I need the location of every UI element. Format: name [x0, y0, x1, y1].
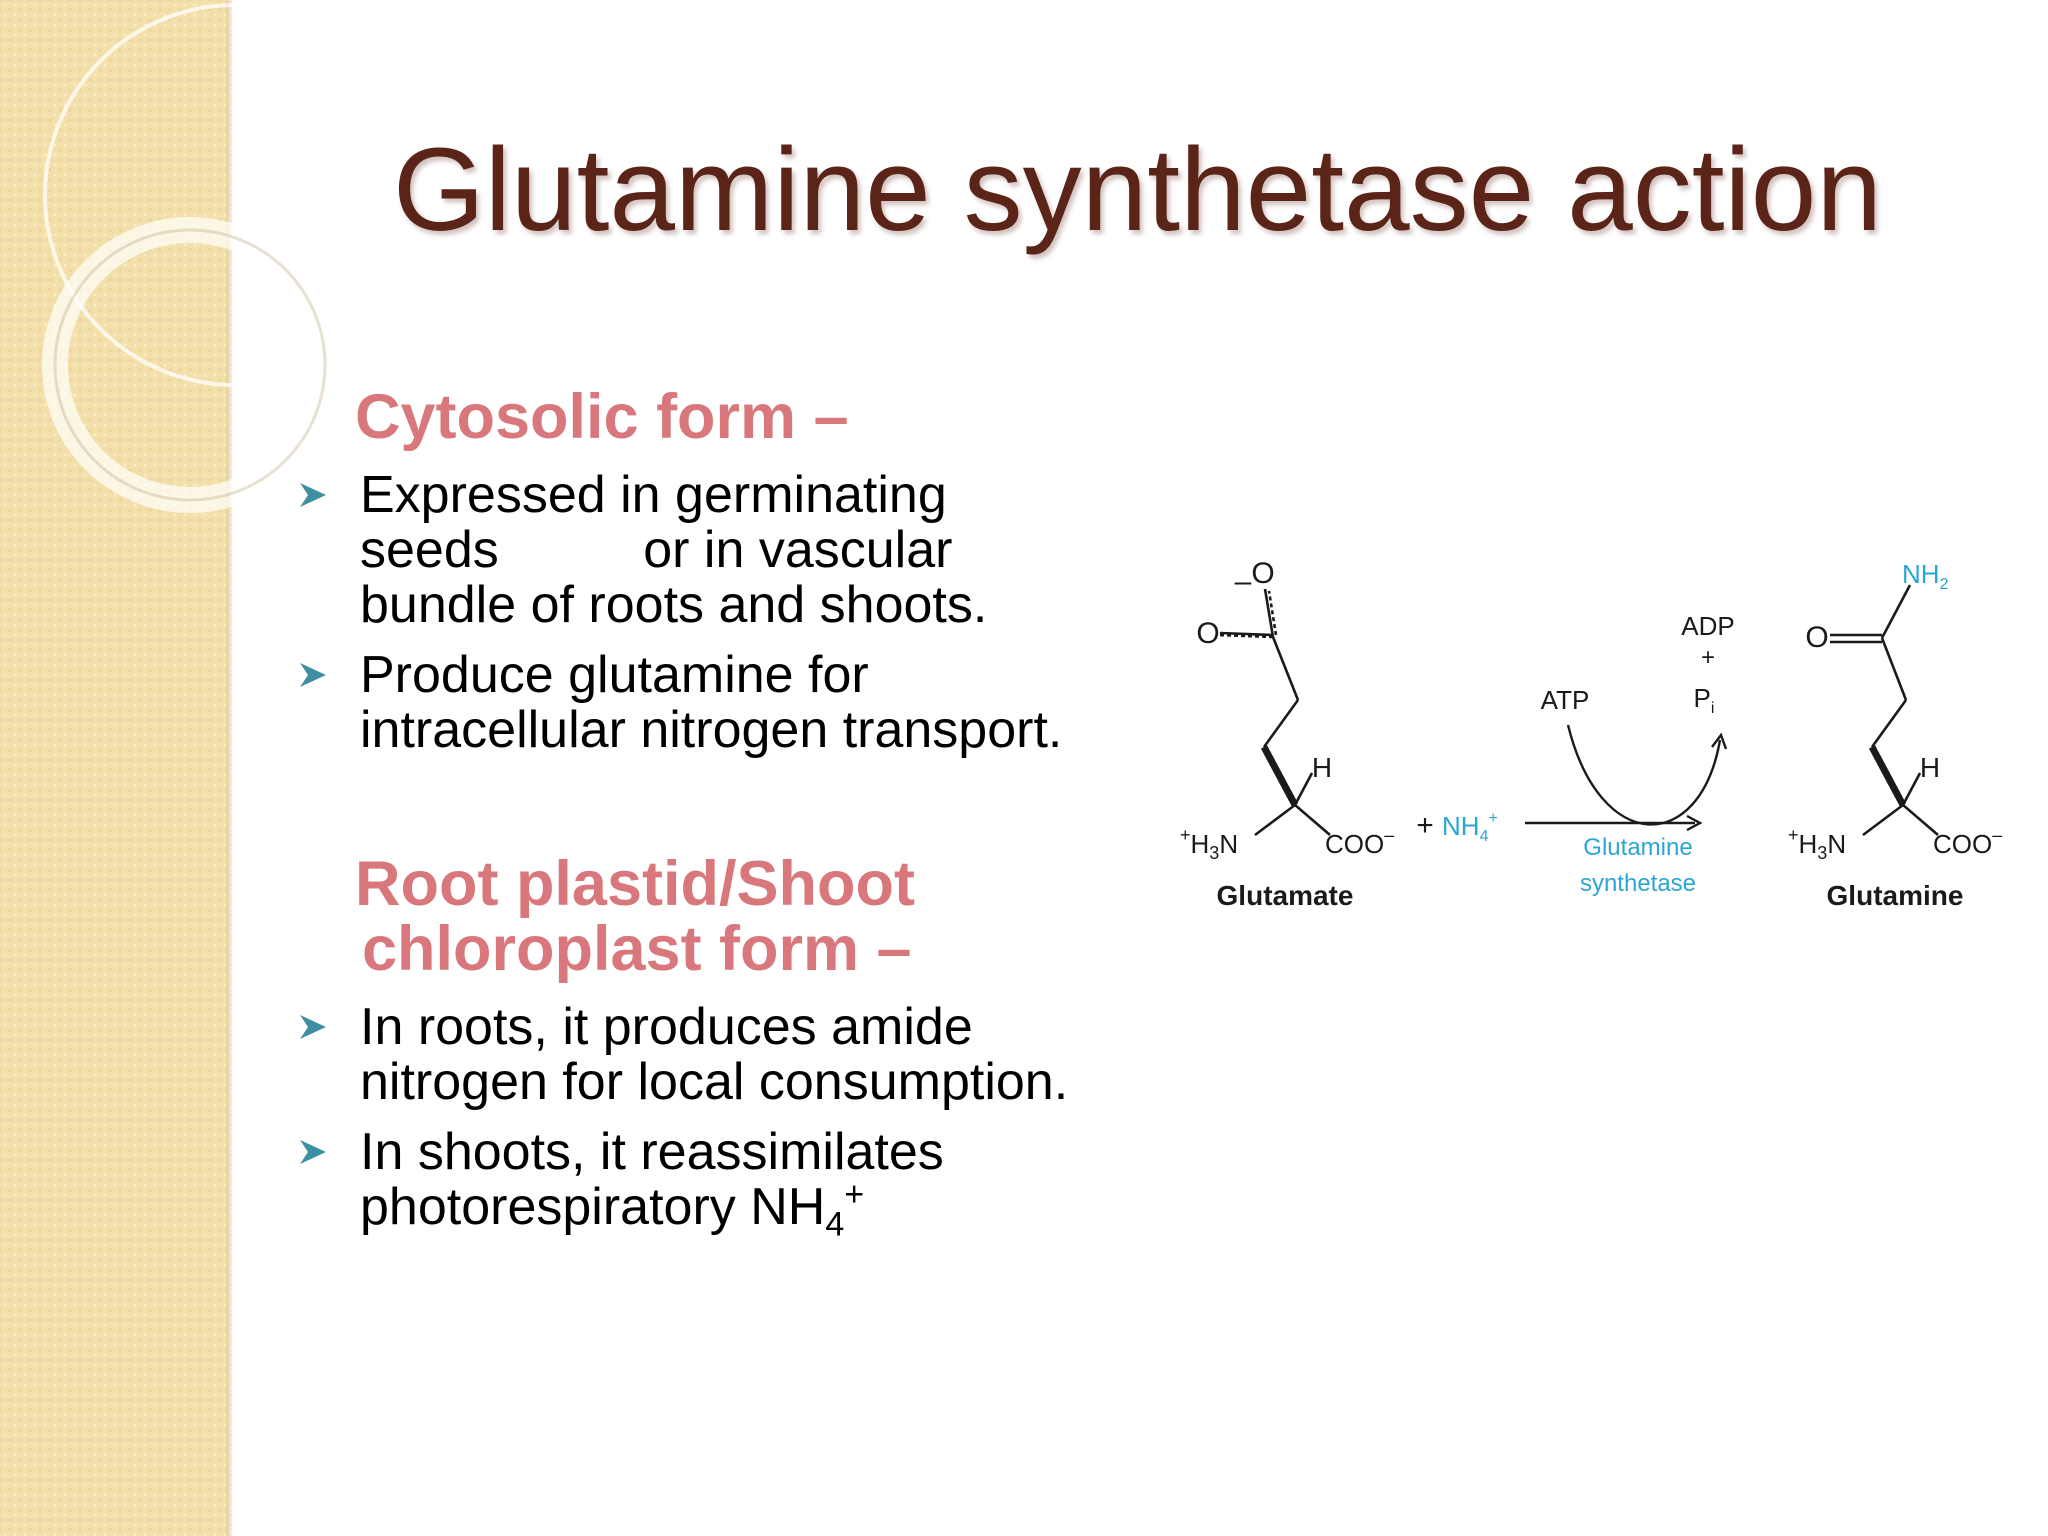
glutamine-amide-label: NH2 — [1902, 559, 1949, 593]
decorative-band-edge — [226, 0, 232, 1536]
adp-plus: + — [1701, 644, 1715, 671]
decorative-rings — [42, 3, 400, 513]
glutamate-o-left: O — [1196, 617, 1219, 650]
plus-sign: + — [1416, 809, 1434, 842]
reaction-arrow — [1525, 724, 1728, 832]
bullet-text: photorespiratory NH — [360, 1178, 826, 1236]
glutamine-structure — [1830, 584, 1939, 837]
glutamine-label: Glutamine — [1827, 880, 1964, 911]
cytosolic-bullets: Expressed in germinating seeds or in vas… — [296, 468, 1062, 758]
glutamine-amine: +H3N — [1788, 825, 1846, 863]
arrow-bullet-icon — [300, 663, 326, 687]
superscript: + — [844, 1175, 865, 1214]
plastid-heading-line1: Root plastid/Shoot — [355, 849, 915, 919]
bullet-item: In roots, it produces amide nitrogen for… — [296, 1000, 1068, 1110]
glutamate-minus: – — [1235, 565, 1252, 598]
glutamine-synthetase-reaction-diagram: O – O H +H3N COO– Glutamate + NH4+ ATP A… — [1180, 557, 2002, 911]
cytosolic-heading: Cytosolic form – — [355, 382, 849, 452]
bullet-line: seeds or in vascular — [360, 521, 953, 579]
slide-title: Glutamine synthetase action — [393, 124, 1882, 256]
glutamate-amine: +H3N — [1180, 825, 1238, 863]
enzyme-label-line1: Glutamine — [1583, 834, 1692, 861]
arrow-bullet-icon — [300, 1015, 326, 1039]
glutamate-h: H — [1312, 752, 1332, 783]
bullet-item: Expressed in germinating seeds or in vas… — [296, 468, 1062, 633]
phosphate-label: Pi — [1694, 683, 1715, 717]
bullet-line: In shoots, it reassimilates — [360, 1123, 944, 1181]
glutamine-carboxylate: COO– — [1933, 825, 2002, 859]
atp-label: ATP — [1541, 685, 1590, 715]
adp-label: ADP — [1681, 611, 1734, 641]
bullet-item: Produce glutamine for intracellular nitr… — [296, 648, 1062, 758]
glutamate-carboxylate: COO– — [1325, 825, 1394, 859]
bullet-line: nitrogen for local consumption. — [360, 1053, 1069, 1111]
bullet-item: In shoots, it reassimilates photorespira… — [296, 1123, 1068, 1242]
bullet-line: Produce glutamine for — [360, 646, 869, 704]
glutamate-o-top: O — [1251, 557, 1274, 590]
arrow-bullet-icon — [300, 1140, 326, 1164]
glutamate-label: Glutamate — [1217, 880, 1354, 911]
bullet-line: bundle of roots and shoots. — [360, 576, 988, 634]
glutamine-h: H — [1920, 752, 1940, 783]
subscript: 4 — [825, 1205, 845, 1244]
glutamine-o-left: O — [1805, 621, 1828, 654]
bullet-line: Expressed in germinating — [360, 466, 947, 524]
arrow-bullet-icon — [300, 483, 326, 507]
bullet-line: photorespiratory NH4+ — [360, 1178, 1068, 1242]
plastid-bullets: In roots, it produces amide nitrogen for… — [296, 1000, 1068, 1242]
glutamate-structure — [1217, 588, 1331, 837]
bullet-line: In roots, it produces amide — [360, 998, 973, 1056]
enzyme-label-line2: synthetase — [1580, 870, 1696, 897]
plastid-heading-line2: chloroplast form – — [362, 914, 912, 984]
ammonium-label: NH4+ — [1442, 810, 1498, 845]
bullet-line: intracellular nitrogen transport. — [360, 701, 1063, 759]
